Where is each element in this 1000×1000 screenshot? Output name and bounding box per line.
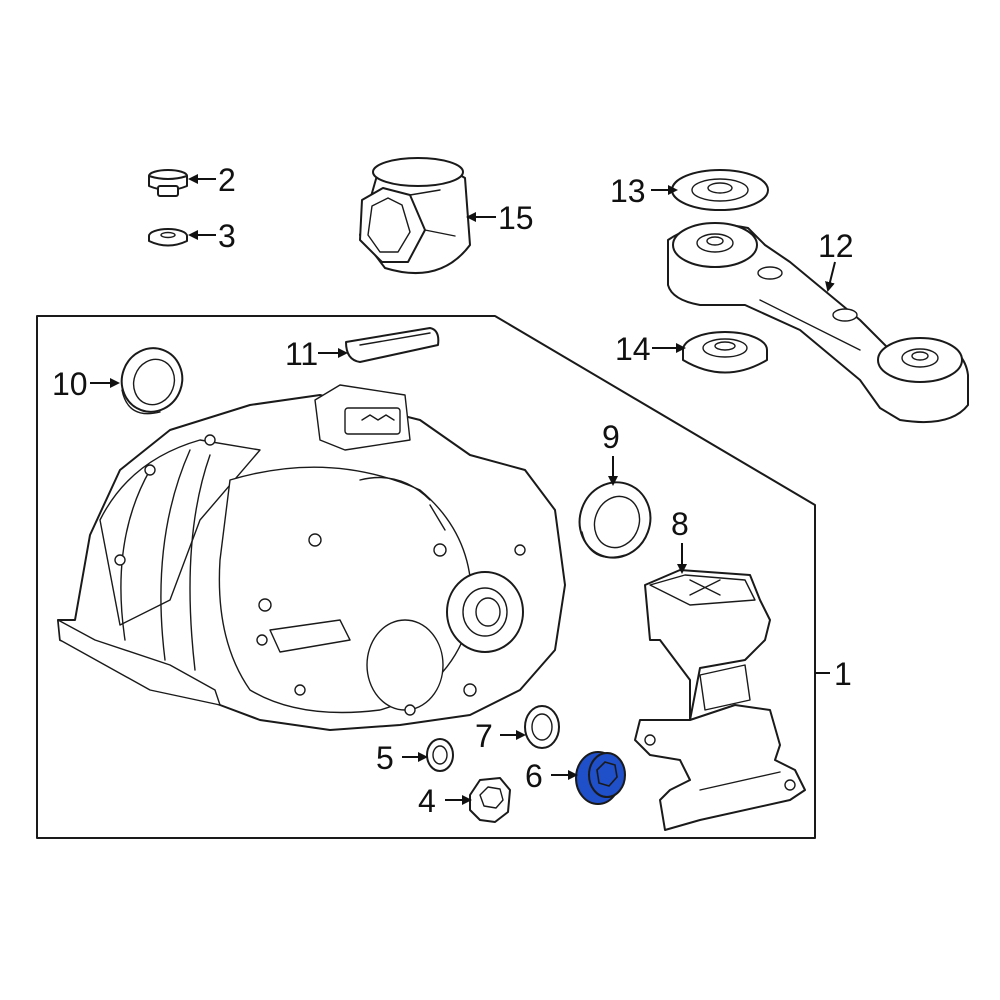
callout-14: 14: [615, 331, 651, 367]
callout-4: 4: [418, 783, 436, 819]
part-6-plug-highlighted[interactable]: [575, 751, 626, 805]
part-5-washer[interactable]: [426, 738, 454, 772]
callout-labels: 1 2 3 4 5 6 7 8 9 10 11 12 13 14 15: [52, 162, 854, 819]
callout-7: 7: [475, 718, 493, 754]
assembly-frame: [36, 315, 830, 839]
part-2-plug[interactable]: [148, 169, 188, 197]
part-1-transaxle-housing[interactable]: [57, 384, 566, 731]
part-11-cover[interactable]: [345, 327, 440, 363]
callout-8: 8: [671, 506, 689, 542]
part-9-seal[interactable]: [569, 472, 661, 567]
callout-9: 9: [602, 419, 620, 455]
part-3-washer[interactable]: [148, 228, 188, 247]
callout-13: 13: [610, 173, 646, 209]
callout-12: 12: [818, 228, 854, 264]
callout-11: 11: [285, 336, 318, 372]
part-8-bracket[interactable]: [634, 569, 806, 831]
callout-5: 5: [376, 740, 394, 776]
part-15-bushing[interactable]: [359, 157, 471, 275]
callout-3: 3: [218, 218, 236, 254]
part-12-mount-bracket[interactable]: [667, 222, 969, 424]
part-13-insulator[interactable]: [671, 169, 769, 211]
part-14-insulator[interactable]: [682, 331, 768, 374]
part-4-plug[interactable]: [469, 777, 511, 823]
callout-1: 1: [834, 656, 852, 692]
callout-arrows: [90, 174, 836, 805]
part-10-seal[interactable]: [113, 340, 191, 421]
callout-6: 6: [525, 758, 543, 794]
callout-10: 10: [52, 366, 88, 402]
callout-2: 2: [218, 162, 236, 198]
callout-15: 15: [498, 200, 534, 236]
part-7-seal[interactable]: [524, 705, 560, 749]
